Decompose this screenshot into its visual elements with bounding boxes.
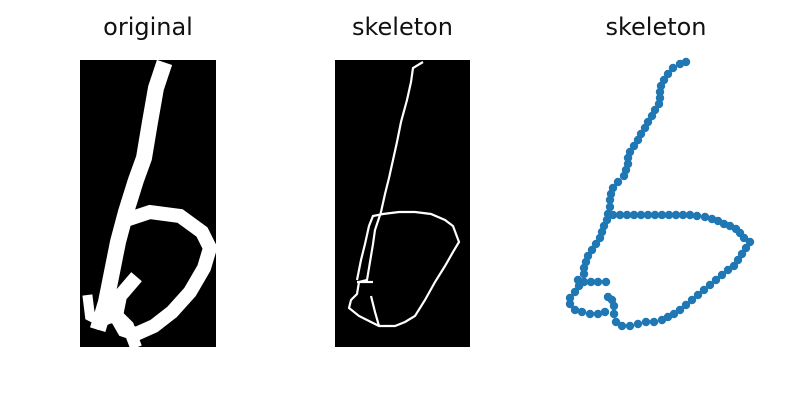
- skeleton-point: [613, 177, 623, 187]
- skeleton-point: [603, 292, 613, 302]
- skeleton-image: [335, 60, 470, 347]
- skeleton-point: [687, 295, 697, 305]
- skeleton-point: [611, 317, 621, 327]
- skeleton-point: [649, 317, 659, 327]
- skeleton-point: [699, 285, 709, 295]
- skeleton-point: [664, 210, 674, 220]
- skeleton-point: [640, 123, 650, 133]
- skeleton-point: [692, 211, 702, 221]
- skeleton-point: [629, 141, 639, 151]
- skeleton-point: [717, 270, 727, 280]
- skeleton-point: [741, 243, 751, 253]
- skeleton-point: [615, 210, 625, 220]
- skeleton-point: [579, 269, 589, 279]
- skeleton-point: [700, 212, 710, 222]
- skeleton-point: [678, 210, 688, 220]
- skeleton-point: [625, 321, 635, 331]
- skeleton-point: [663, 69, 673, 79]
- skeleton-point: [591, 239, 601, 249]
- skeleton-point: [605, 202, 615, 212]
- skeleton-point: [629, 210, 639, 220]
- skeleton-point: [609, 309, 619, 319]
- skeleton-point: [737, 249, 747, 259]
- skeleton-point: [565, 293, 575, 303]
- skeleton-point: [650, 210, 660, 220]
- skeleton-points: [565, 57, 755, 331]
- skeleton-point: [579, 277, 589, 287]
- skeleton-point: [636, 210, 646, 220]
- skeleton-point: [617, 321, 627, 331]
- skeleton-point: [654, 99, 664, 109]
- skeleton-point: [587, 245, 597, 255]
- skeleton-point: [705, 280, 715, 290]
- skeleton-point: [675, 59, 685, 69]
- skeleton-point: [602, 215, 612, 225]
- skeleton-point: [605, 195, 615, 205]
- skeleton-point: [643, 210, 653, 220]
- skeleton-point: [681, 300, 691, 310]
- skeleton-point: [671, 210, 681, 220]
- original-glyph: [82, 60, 216, 347]
- skeleton-point: [685, 210, 695, 220]
- skeleton-point: [657, 210, 667, 220]
- skeleton-point: [657, 315, 667, 325]
- skeleton-scatter: [565, 57, 755, 331]
- skeleton-point: [593, 309, 603, 319]
- skeleton-point: [729, 261, 739, 271]
- skeleton-point: [647, 111, 657, 121]
- skeleton-points-title: skeleton: [605, 13, 707, 41]
- original-title: original: [103, 13, 193, 41]
- skeleton-point: [608, 210, 618, 220]
- skeleton-point: [633, 319, 643, 329]
- skeleton-title: skeleton: [351, 13, 454, 41]
- skeleton-point: [623, 153, 633, 163]
- skeleton-point: [565, 299, 575, 309]
- skeleton-point: [668, 63, 678, 73]
- skeleton-point: [619, 171, 629, 181]
- skeleton-point: [622, 210, 632, 220]
- skeleton-point: [711, 275, 721, 285]
- skeleton-point: [655, 87, 665, 97]
- skeleton-point: [577, 307, 587, 317]
- skeleton-point: [745, 237, 755, 247]
- skeleton-point: [586, 277, 596, 287]
- skeleton-point: [601, 277, 611, 287]
- skeleton-point: [733, 255, 743, 265]
- skeleton-point: [570, 305, 580, 315]
- skeleton-foot: [369, 295, 381, 327]
- skeleton-point: [693, 290, 703, 300]
- skeleton-point: [723, 265, 733, 275]
- skeleton-point: [633, 135, 643, 145]
- skeleton-point: [675, 305, 685, 315]
- skeleton-point: [585, 309, 595, 319]
- skeleton-point: [739, 233, 749, 243]
- skeleton-line: [347, 61, 461, 328]
- skeleton-background: [335, 60, 470, 347]
- skeleton-point: [570, 287, 580, 297]
- skeleton-point: [641, 317, 651, 327]
- skeleton-point: [593, 277, 603, 287]
- skeleton-point: [600, 307, 610, 317]
- skeleton-point: [583, 251, 593, 261]
- original-image: [80, 60, 216, 347]
